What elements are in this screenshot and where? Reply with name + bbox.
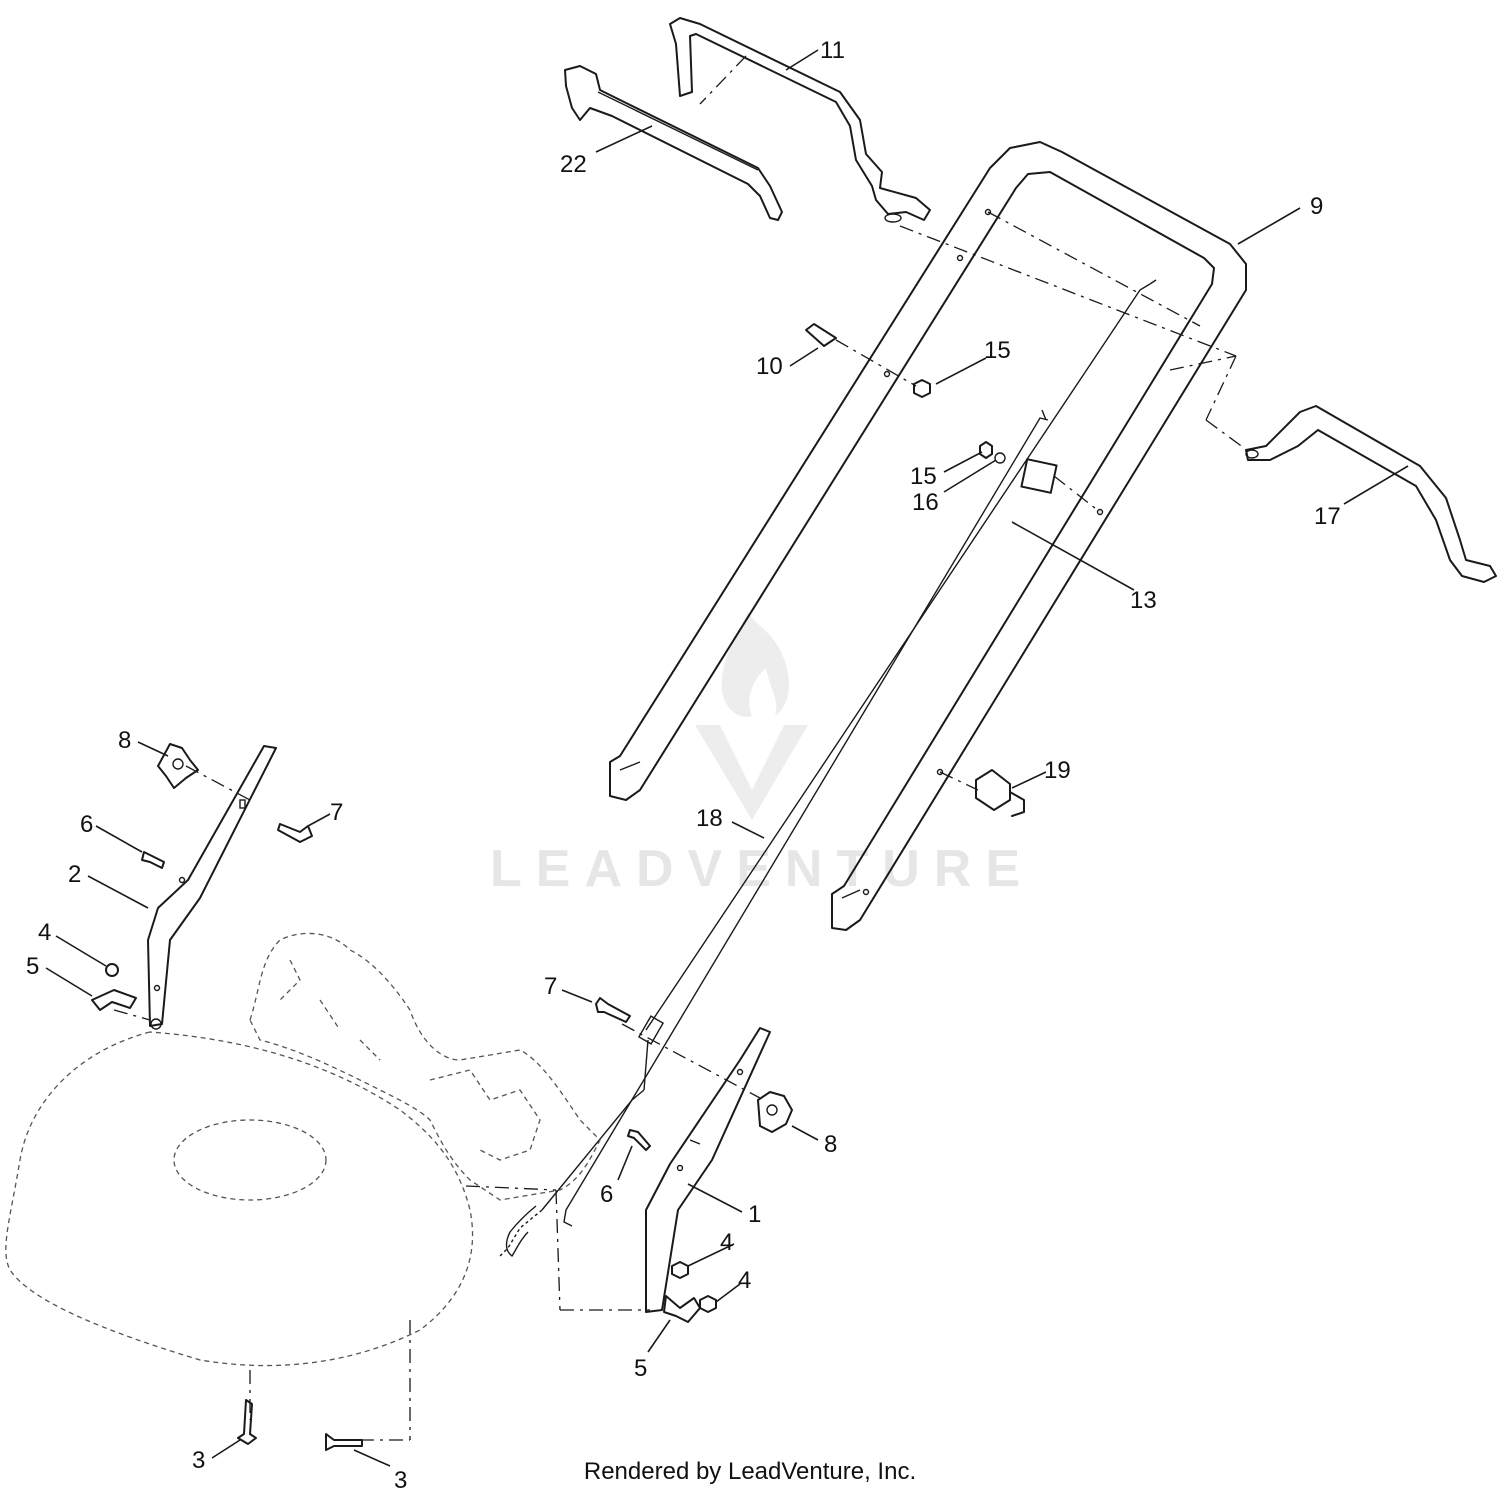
callout-16: 16 bbox=[912, 489, 939, 516]
callout-4-right-upper: 4 bbox=[720, 1229, 733, 1256]
leader-lines bbox=[45, 49, 1409, 1467]
part-7-bolt-right bbox=[595, 997, 631, 1023]
callout-9: 9 bbox=[1310, 193, 1323, 220]
callout-7-right: 7 bbox=[544, 973, 557, 1000]
callout-3-left: 3 bbox=[192, 1447, 205, 1474]
part-5-bracket-left bbox=[91, 989, 137, 1011]
callout-19: 19 bbox=[1044, 757, 1071, 784]
part-7-bolt-left bbox=[277, 823, 313, 843]
part-1-lower-handle-right bbox=[645, 1027, 771, 1313]
callout-4-right-lower: 4 bbox=[738, 1267, 751, 1294]
callout-13: 13 bbox=[1130, 587, 1157, 614]
callout-15-lower: 15 bbox=[910, 463, 937, 490]
part-4-nut-right-upper bbox=[671, 1261, 689, 1279]
part-4-washer-left bbox=[105, 963, 119, 977]
part-4-nut-right-lower bbox=[699, 1295, 717, 1313]
watermark-logo: LEADVENTURE bbox=[490, 612, 1034, 898]
part-6-screw-right bbox=[627, 1129, 651, 1151]
assembly-lines bbox=[113, 55, 1245, 1441]
callout-3-right: 3 bbox=[394, 1467, 407, 1494]
callout-17: 17 bbox=[1314, 503, 1341, 530]
part-6-screw-left bbox=[141, 851, 165, 869]
part-3-bolt-bottom-left bbox=[237, 1399, 257, 1445]
callout-5-right: 5 bbox=[634, 1355, 647, 1382]
part-16-cable-clip bbox=[994, 452, 1058, 494]
part-13-control-rod bbox=[563, 409, 1049, 1227]
part-15-nut-lower bbox=[979, 441, 993, 459]
part-3-bolt-bottom-right bbox=[325, 1433, 363, 1451]
part-19-cable-guide bbox=[975, 769, 1025, 817]
callout-8-left: 8 bbox=[118, 727, 131, 754]
part-8-knob-left bbox=[157, 743, 199, 789]
part-17-bail-lower bbox=[1245, 405, 1497, 583]
callout-6-left: 6 bbox=[80, 811, 93, 838]
callout-labels: 11 22 9 10 15 15 16 17 13 19 18 8 7 6 2 … bbox=[26, 37, 1341, 1494]
callout-18: 18 bbox=[696, 805, 723, 832]
callout-6-right: 6 bbox=[600, 1181, 613, 1208]
part-5-wing-nut-right bbox=[663, 1295, 701, 1323]
callout-10: 10 bbox=[756, 353, 783, 380]
callout-2: 2 bbox=[68, 861, 81, 888]
part-2-lower-handle-left bbox=[147, 745, 277, 1030]
watermark-text: LEADVENTURE bbox=[490, 840, 1034, 898]
mower-deck-outline bbox=[5, 932, 601, 1367]
callout-22: 22 bbox=[560, 151, 587, 178]
callout-7-left: 7 bbox=[330, 799, 343, 826]
part-11-bail-upper bbox=[669, 17, 931, 223]
callout-4-left: 4 bbox=[38, 919, 51, 946]
part-22-handle-cover bbox=[564, 65, 783, 221]
callout-15-upper: 15 bbox=[984, 337, 1011, 364]
callout-11: 11 bbox=[820, 37, 845, 64]
callout-1: 1 bbox=[748, 1201, 761, 1228]
part-8-knob-right bbox=[757, 1091, 793, 1133]
part-9-upper-handle bbox=[609, 141, 1247, 931]
callout-8-right: 8 bbox=[824, 1131, 837, 1158]
part-10-hairpin-clip bbox=[805, 323, 837, 347]
render-credit: Rendered by LeadVenture, Inc. bbox=[583, 1458, 917, 1485]
callout-5-left: 5 bbox=[26, 953, 39, 980]
part-18-cable bbox=[499, 279, 1157, 1258]
part-15-nut-upper bbox=[913, 379, 931, 398]
